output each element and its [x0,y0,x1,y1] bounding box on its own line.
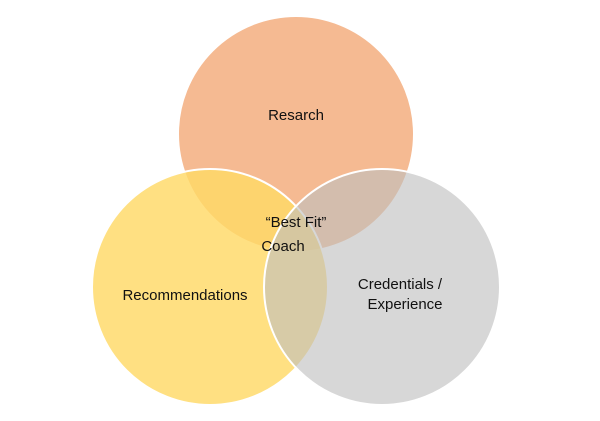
credentials-experience-circle [263,168,501,406]
best-fit-label: “Best Fit” [266,214,327,231]
credentials-label: Credentials / [358,276,443,293]
recommendations-label: Recommendations [122,287,247,304]
experience-label: Experience [367,296,442,313]
coach-label: Coach [261,238,304,255]
research-label: Resarch [268,107,324,124]
